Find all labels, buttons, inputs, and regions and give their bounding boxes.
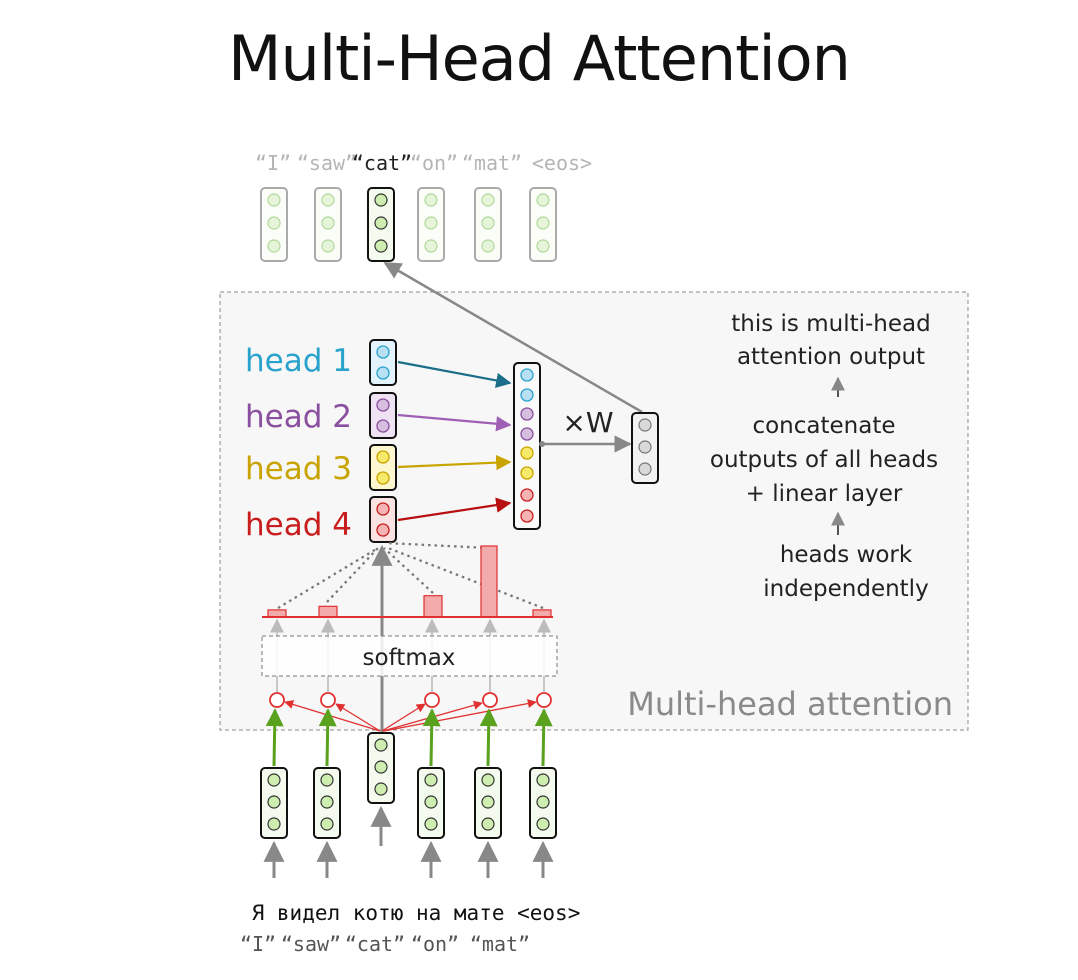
output-arrow (383, 261, 643, 414)
attention-weight-bars (267, 545, 552, 618)
annotation-concat-line2: outputs of all heads (710, 447, 938, 473)
key-vector (313, 767, 341, 839)
gloss-saw: “saw” (281, 932, 341, 956)
head-1-arrow (397, 360, 512, 389)
page-title: Multi-Head Attention (228, 22, 851, 95)
concatenated-vector (513, 362, 541, 530)
score-circle (482, 692, 498, 708)
annotation-output-line2: attention output (737, 344, 925, 370)
top-token-eos: <eos> (532, 151, 592, 175)
top-token-mat: “mat” (462, 151, 522, 175)
head-vectors (369, 339, 397, 543)
source-glosses: “I” “saw” “cat” “on” “mat” (240, 932, 530, 956)
gloss-mat: “mat” (470, 932, 530, 956)
score-circle (536, 692, 552, 708)
input-arrows (263, 805, 554, 878)
linear-layer-label: ×W (562, 406, 613, 439)
head-1-label: head 1 (245, 343, 352, 379)
output-vector-faded (417, 187, 445, 262)
linear-output-vector (631, 412, 659, 484)
top-token-cat: “cat” (352, 151, 412, 175)
output-vectors (260, 187, 557, 262)
top-token-saw: “saw” (297, 151, 357, 175)
attention-dotted-lines (277, 541, 544, 610)
softmax-box (261, 635, 558, 677)
top-token-labels: “I” “saw” “cat” “on” “mat” <eos> (255, 151, 592, 175)
output-vector-faded (529, 187, 557, 262)
annotation-heads-line2: independently (763, 576, 928, 602)
attention-weight-bar (532, 609, 552, 618)
annotation-concat-line3: + linear layer (746, 481, 903, 507)
attention-weight-bar (480, 545, 498, 618)
top-token-on: “on” (410, 151, 458, 175)
head-4-arrow (397, 497, 512, 522)
top-token-i: “I” (255, 151, 291, 175)
head-arrows (397, 360, 512, 522)
annotations: this is multi-head attention output conc… (710, 311, 938, 602)
head-1-vector (369, 339, 397, 386)
key-vector (529, 767, 557, 839)
head-4-label: head 4 (245, 507, 352, 543)
output-vector-faded (474, 187, 502, 262)
multihead-attention-label: Multi-head attention (627, 685, 953, 723)
attention-weight-bar (423, 595, 443, 618)
head-3-arrow (397, 454, 512, 471)
head-4-vector (369, 496, 397, 543)
score-circle (320, 692, 336, 708)
head-3-label: head 3 (245, 451, 352, 487)
key-score-arrows (265, 708, 553, 767)
gloss-on: “on” (411, 932, 459, 956)
annotation-concat-line1: concatenate (752, 413, 895, 439)
output-vector-cat (367, 187, 395, 262)
key-vector (474, 767, 502, 839)
output-vector-faded (314, 187, 342, 262)
score-circles (269, 692, 552, 708)
source-sentence: Я видел котю на мате <eos> (252, 901, 581, 925)
annotation-heads-line1: heads work (780, 542, 913, 568)
key-vector (260, 767, 288, 839)
attention-weight-bar (318, 605, 338, 618)
attention-weight-bar (267, 609, 287, 618)
head-3-vector (369, 444, 397, 491)
head-2-label: head 2 (245, 399, 352, 435)
head-labels: head 1 head 2 head 3 head 4 (245, 343, 352, 543)
annotation-output-line1: this is multi-head (731, 311, 930, 337)
gloss-i: “I” (240, 932, 276, 956)
output-vector-faded (260, 187, 288, 262)
query-vector (367, 732, 395, 804)
head-2-arrow (397, 413, 512, 432)
score-circle (269, 692, 285, 708)
head-2-vector (369, 392, 397, 439)
key-vectors (260, 767, 557, 839)
key-vector (417, 767, 445, 839)
softmax-label: softmax (363, 645, 456, 671)
gloss-cat: “cat” (345, 932, 405, 956)
score-circle (424, 692, 440, 708)
